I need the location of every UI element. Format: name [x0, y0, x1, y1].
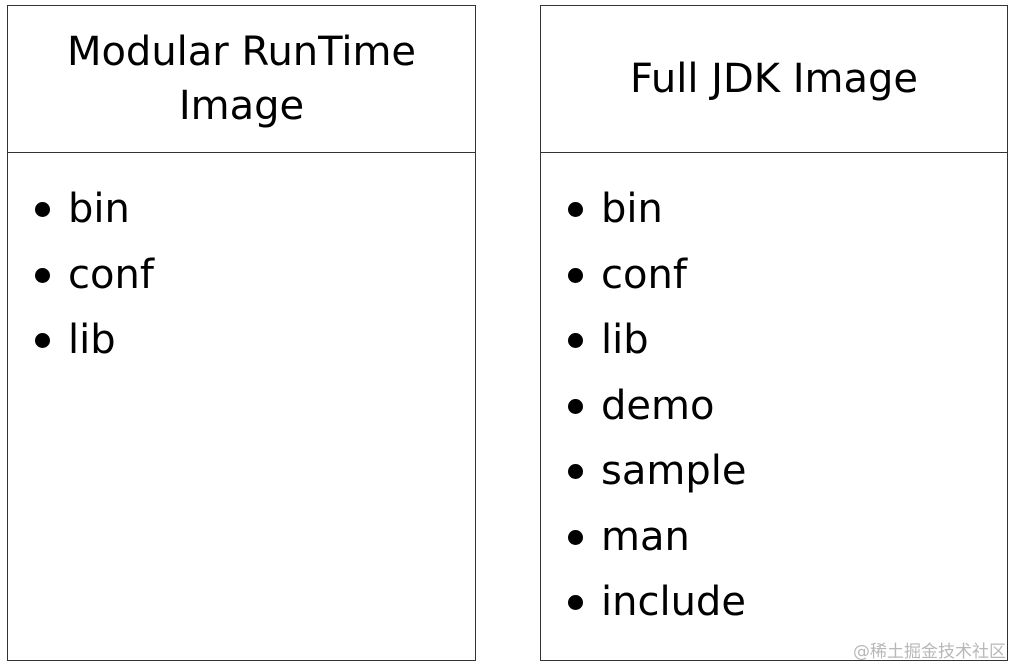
list-item-lib: lib: [34, 308, 154, 374]
list-item-label: include: [601, 579, 746, 625]
list-item-bin: bin: [567, 177, 746, 243]
list-item-label: conf: [68, 251, 154, 298]
list-item-demo: demo: [567, 374, 746, 440]
list-item-label: bin: [68, 186, 130, 232]
box-title: Full JDK Image: [630, 56, 918, 102]
list-item-conf: conf: [567, 243, 746, 309]
list-item-include: include: [567, 570, 746, 636]
list-item-man: man: [567, 505, 746, 571]
watermark: @稀土掘金技术社区: [853, 642, 1006, 662]
bullet-icon: [35, 267, 50, 283]
list-item-label: lib: [68, 317, 116, 363]
list-item-bin: bin: [34, 177, 154, 243]
full-jdk-image-header: Full JDK Image: [541, 6, 1007, 153]
bullet-icon: [568, 398, 583, 414]
bullet-icon: [568, 333, 583, 348]
bullet-icon: [35, 333, 50, 348]
modular-runtime-item-list: bin conf lib: [34, 177, 154, 374]
bullet-icon: [568, 267, 583, 283]
list-item-label: conf: [601, 251, 687, 298]
list-item-conf: conf: [34, 243, 154, 309]
list-item-label: lib: [601, 317, 649, 363]
full-jdk-item-list: bin conf lib demo sample man include: [567, 177, 746, 636]
list-item-label: bin: [601, 186, 663, 232]
list-item-label: man: [601, 513, 690, 560]
bullet-icon: [568, 529, 583, 545]
full-jdk-image-box: Full JDK Image bin conf lib demo sample …: [540, 5, 1008, 661]
modular-runtime-image-header: Modular RunTime Image: [8, 6, 475, 153]
box-title-line-2: Image: [178, 83, 305, 129]
bullet-icon: [568, 202, 583, 217]
list-item-sample: sample: [567, 439, 746, 505]
bullet-icon: [35, 202, 50, 217]
bullet-icon: [568, 464, 583, 479]
bullet-icon: [568, 595, 583, 610]
list-item-lib: lib: [567, 308, 746, 374]
box-title-line-1: Modular RunTime: [66, 29, 417, 75]
modular-runtime-image-box: Modular RunTime Image bin conf lib: [7, 5, 476, 661]
list-item-label: sample: [601, 448, 747, 494]
list-item-label: demo: [601, 382, 715, 429]
